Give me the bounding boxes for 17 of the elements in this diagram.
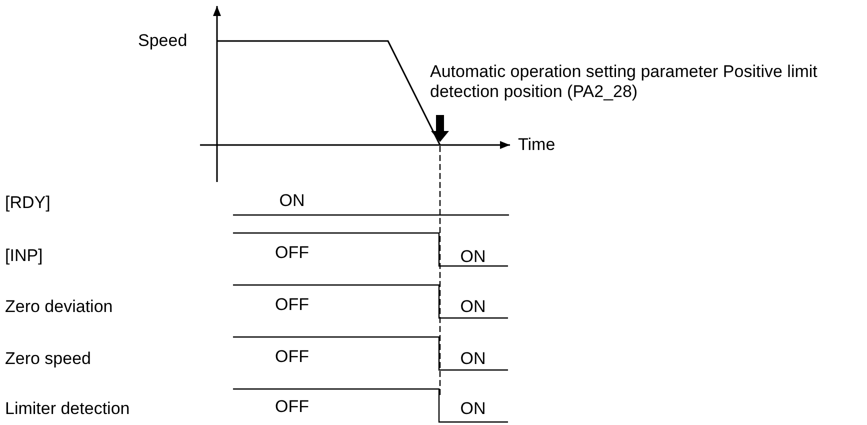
state-label: ON: [460, 297, 486, 317]
state-label: ON: [460, 349, 486, 369]
annotation-text: Automatic operation setting parameter Positive limit detection position (PA2_28): [430, 62, 818, 102]
state-label: OFF: [275, 347, 309, 367]
signal-name: [INP]: [5, 246, 43, 266]
signal-name: Limiter detection: [5, 399, 130, 419]
state-label: ON: [279, 191, 305, 211]
signal-name: Zero deviation: [5, 297, 113, 317]
signal-name: Zero speed: [5, 349, 91, 369]
state-label: OFF: [275, 243, 309, 263]
axis-label: Time: [518, 135, 556, 155]
state-label: OFF: [275, 295, 309, 315]
state-label: ON: [460, 247, 486, 267]
state-label: ON: [460, 399, 486, 419]
axis-label: Speed: [138, 31, 188, 51]
state-label: OFF: [275, 397, 309, 417]
signal-name: [RDY]: [5, 193, 50, 213]
